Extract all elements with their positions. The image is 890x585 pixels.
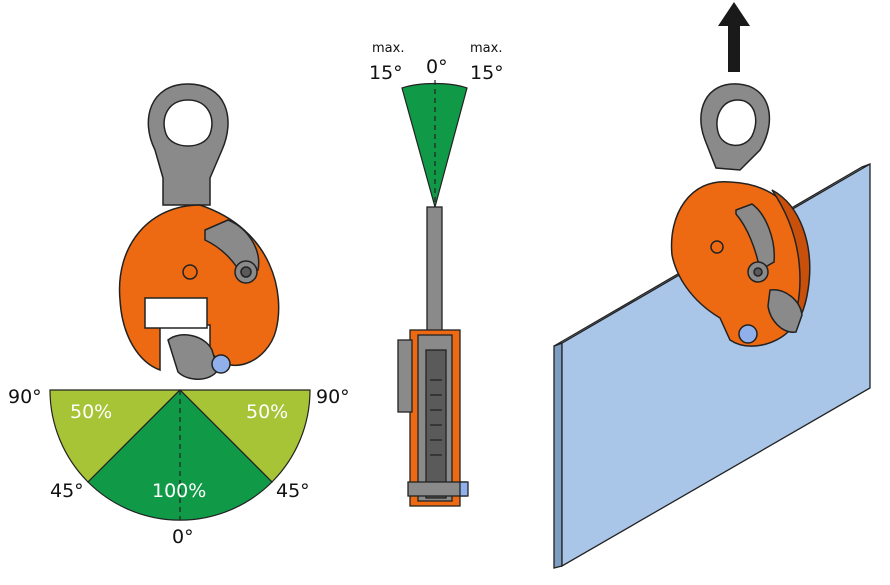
angle-label-90-right: 90° bbox=[316, 386, 350, 408]
tilt-angle-center: 0° bbox=[426, 56, 448, 78]
jaw-opening-front bbox=[144, 297, 208, 329]
angle-label-90-left: 90° bbox=[8, 386, 42, 408]
side-view: max. max. 15° 0° 15° bbox=[369, 41, 504, 507]
pin-in-use bbox=[738, 324, 758, 344]
pin-front bbox=[211, 354, 231, 374]
zone-label-center-100: 100% bbox=[152, 480, 206, 502]
front-view: 90° 90° 45° 45° 0° 50% 50% 100% bbox=[8, 83, 350, 548]
max-label-left: max. bbox=[372, 41, 404, 56]
clamp-front bbox=[118, 83, 280, 380]
clamp-in-use bbox=[670, 83, 811, 347]
lifting-eye-front bbox=[147, 83, 229, 206]
in-use-view bbox=[553, 2, 871, 569]
angle-label-45-left: 45° bbox=[50, 480, 84, 502]
clamp-side bbox=[397, 206, 469, 507]
angle-label-45-right: 45° bbox=[276, 480, 310, 502]
capacity-fan bbox=[49, 389, 311, 521]
zone-label-left-50: 50% bbox=[70, 401, 112, 423]
max-label-right: max. bbox=[470, 41, 502, 56]
tilt-angle-right: 15° bbox=[470, 62, 504, 84]
lever-side bbox=[397, 339, 413, 413]
locking-lever-in-use bbox=[735, 203, 775, 272]
lifting-eye-in-use bbox=[700, 83, 771, 171]
tilt-angle-left: 15° bbox=[369, 62, 403, 84]
zone-label-right-50: 50% bbox=[246, 401, 288, 423]
angle-label-0: 0° bbox=[172, 526, 194, 548]
rivet-front bbox=[182, 264, 198, 280]
lift-direction-arrow bbox=[718, 2, 750, 72]
